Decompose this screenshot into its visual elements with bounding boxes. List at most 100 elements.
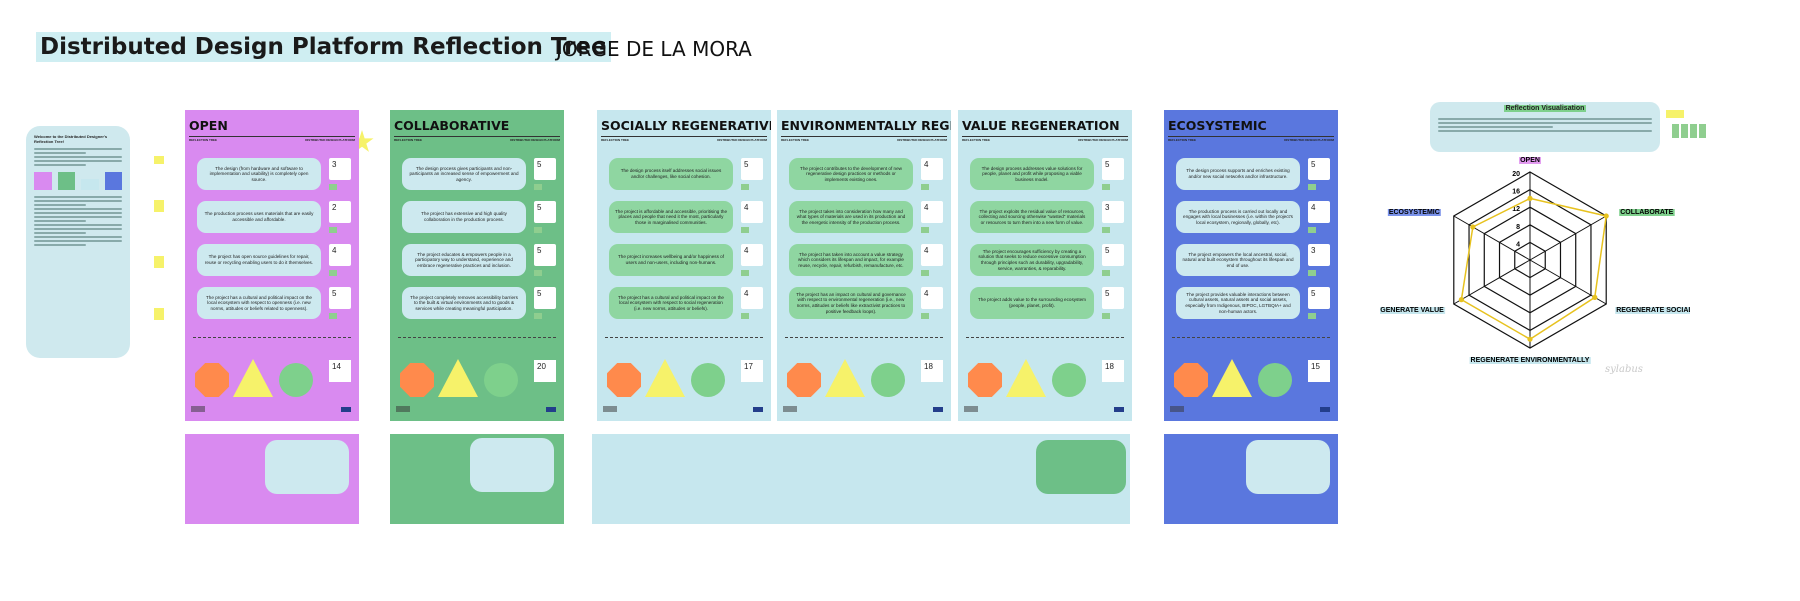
total-score[interactable]: 20 <box>534 360 556 382</box>
sticky-chip[interactable] <box>741 184 749 190</box>
score-box[interactable]: 5 <box>1308 287 1330 309</box>
score-box[interactable]: 4 <box>1308 201 1330 223</box>
score-box[interactable]: 4 <box>921 201 943 223</box>
bottom-panel-collaborative[interactable] <box>390 434 564 524</box>
sticky-chip[interactable] <box>329 313 337 319</box>
criterion-card[interactable]: The project encourages sufficiency by cr… <box>970 244 1094 276</box>
sticky-chip[interactable] <box>741 270 749 276</box>
sticky-chip[interactable] <box>741 227 749 233</box>
total-score[interactable]: 18 <box>1102 360 1124 382</box>
visualisation-card[interactable]: Reflection Visualisation <box>1430 102 1660 152</box>
criterion-card[interactable]: The project contributes to the developme… <box>789 158 913 190</box>
sticky-chip[interactable] <box>329 227 337 233</box>
criterion-card[interactable]: The project has extensive and high quali… <box>402 201 526 233</box>
score-box[interactable]: 5 <box>1102 244 1124 266</box>
criterion-card[interactable]: The project takes into consideration how… <box>789 201 913 233</box>
sticky-chip[interactable] <box>534 313 542 319</box>
score-box[interactable]: 5 <box>1102 158 1124 180</box>
sticky-note[interactable] <box>1666 110 1684 118</box>
criterion-card[interactable]: The project is affordable and accessible… <box>609 201 733 233</box>
criterion-card[interactable]: The project has a cultural and political… <box>197 287 321 319</box>
sticky-chip[interactable] <box>1308 270 1316 276</box>
criterion-card[interactable]: The project empowers the local ancestral… <box>1176 244 1300 276</box>
bottom-panel-open[interactable] <box>185 434 359 524</box>
criterion-card[interactable]: The project has a cultural and political… <box>609 287 733 319</box>
score-box[interactable]: 5 <box>741 158 763 180</box>
sticky-chip[interactable] <box>1308 227 1316 233</box>
criterion-card[interactable]: The design process supports and enriches… <box>1176 158 1300 190</box>
criterion-card[interactable]: The project exploits the residual value … <box>970 201 1094 233</box>
note-card[interactable] <box>265 440 349 494</box>
sticky-chip[interactable] <box>1308 313 1316 319</box>
score-box[interactable]: 2 <box>329 201 351 223</box>
sticky-chip[interactable] <box>329 270 337 276</box>
criterion-card[interactable]: The project provides valuable interactio… <box>1176 287 1300 319</box>
sticky-tag[interactable] <box>154 308 164 320</box>
total-score[interactable]: 14 <box>329 360 351 382</box>
sticky-note-grid[interactable] <box>1672 124 1708 138</box>
score-box[interactable]: 4 <box>921 158 943 180</box>
total-score[interactable]: 15 <box>1308 360 1330 382</box>
criterion-card[interactable]: The design process gives participants an… <box>402 158 526 190</box>
score-box[interactable]: 4 <box>329 244 351 266</box>
intro-card[interactable]: Welcome to the Distributed Designer's Re… <box>26 126 130 358</box>
sticky-chip[interactable] <box>534 270 542 276</box>
score-box[interactable]: 3 <box>329 158 351 180</box>
criterion-card[interactable]: The design (from hardware and software t… <box>197 158 321 190</box>
score-box[interactable]: 5 <box>534 287 556 309</box>
criterion-card[interactable]: The production process uses materials th… <box>197 201 321 233</box>
sticky-chip[interactable] <box>534 184 542 190</box>
total-score[interactable]: 17 <box>741 360 763 382</box>
criterion-card[interactable]: The production process is carried out lo… <box>1176 201 1300 233</box>
note-card[interactable] <box>1036 440 1126 494</box>
sticky-chip[interactable] <box>1102 270 1110 276</box>
score-box[interactable]: 5 <box>534 158 556 180</box>
score-box[interactable]: 5 <box>534 244 556 266</box>
note-card[interactable] <box>1246 440 1330 494</box>
score-box[interactable]: 3 <box>1102 201 1124 223</box>
sticky-chip[interactable] <box>741 313 749 319</box>
sticky-chip[interactable] <box>1102 227 1110 233</box>
criterion-card[interactable]: The project educates & empowers people i… <box>402 244 526 276</box>
score-box[interactable]: 4 <box>741 201 763 223</box>
sticky-chip[interactable] <box>1102 184 1110 190</box>
criterion-card[interactable]: The project has an impact on cultural an… <box>789 287 913 319</box>
criterion-card[interactable]: The project has open source guidelines f… <box>197 244 321 276</box>
bottom-panel-ecosystemic[interactable] <box>1164 434 1338 524</box>
score-box[interactable]: 4 <box>921 244 943 266</box>
criterion-card[interactable]: The project increases wellbeing and/or h… <box>609 244 733 276</box>
sticky-chip[interactable] <box>1102 313 1110 319</box>
sticky-tag[interactable] <box>154 156 164 164</box>
sticky-chip[interactable] <box>921 313 929 319</box>
sticky-chip[interactable] <box>1308 184 1316 190</box>
score-box[interactable]: 4 <box>921 287 943 309</box>
score-box[interactable]: 5 <box>1308 158 1330 180</box>
score-box[interactable]: 5 <box>1102 287 1124 309</box>
criterion-card[interactable]: The project has taken into account a val… <box>789 244 913 276</box>
bottom-panel-regenerative[interactable] <box>592 434 1130 524</box>
sticky-chip[interactable] <box>921 270 929 276</box>
score-box[interactable]: 3 <box>1308 244 1330 266</box>
total-score[interactable]: 18 <box>921 360 943 382</box>
criterion-card[interactable]: The design process itself addresses soci… <box>609 158 733 190</box>
score-box[interactable]: 4 <box>741 244 763 266</box>
score-box[interactable]: 5 <box>329 287 351 309</box>
sticky-tag[interactable] <box>154 256 164 268</box>
score-box[interactable]: 4 <box>741 287 763 309</box>
criterion-card[interactable]: The project completely removes accessibi… <box>402 287 526 319</box>
note-card[interactable] <box>470 438 554 492</box>
criterion-card[interactable]: The project adds value to the surroundin… <box>970 287 1094 319</box>
criterion-card[interactable]: The design process addresses value solut… <box>970 158 1094 190</box>
sticky-chip[interactable] <box>921 227 929 233</box>
sticky-tag[interactable] <box>154 200 164 212</box>
score-box[interactable]: 5 <box>534 201 556 223</box>
sticky-chip[interactable] <box>921 184 929 190</box>
sticky-chip[interactable] <box>329 184 337 190</box>
sticky-chip[interactable] <box>534 227 542 233</box>
